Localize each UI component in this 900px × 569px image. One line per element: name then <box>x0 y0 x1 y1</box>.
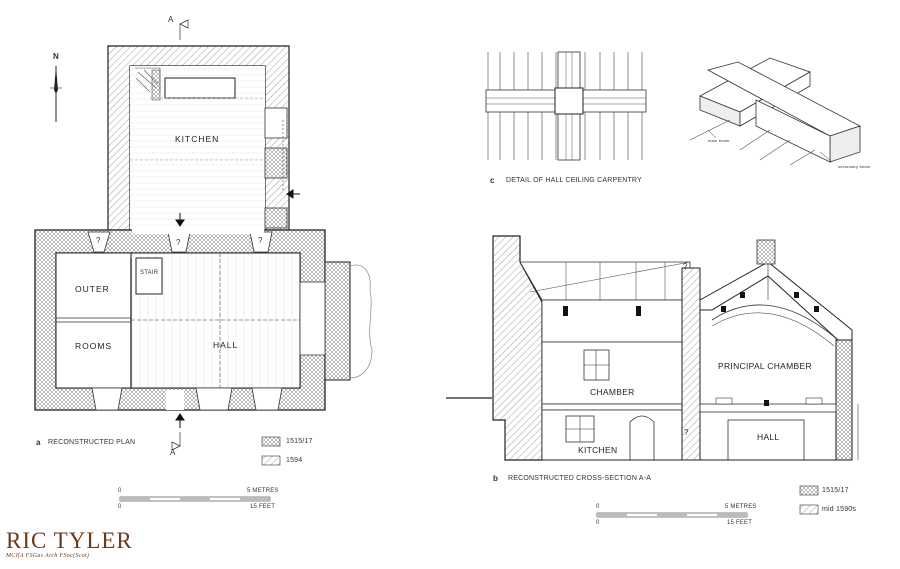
plan-scale-zero-bottom: 0 <box>118 504 122 510</box>
section-scale-zero-bottom: 0 <box>596 520 600 526</box>
north-fireplace-west <box>87 231 111 253</box>
entry-arrow-east-icon <box>286 189 300 199</box>
section-scale-feet: 15 FEET <box>727 520 753 526</box>
detail-caption: DETAIL OF HALL CEILING CARPENTRY <box>506 177 642 184</box>
plan-section-marker-bottom: A <box>170 448 176 457</box>
north-fireplace-east <box>249 231 273 253</box>
plan-scale-metres: 5 METRES <box>247 488 279 494</box>
cross-section <box>446 235 859 518</box>
section-unknown-2: ? <box>684 428 689 437</box>
plan-scale-feet: 15 FEET <box>250 504 276 510</box>
section-room-hall: HALL <box>757 432 780 442</box>
detail-secondary-beam-label: secondary beam <box>838 164 871 169</box>
kitchen-doorway <box>629 415 655 460</box>
floor-plan <box>34 19 373 502</box>
section-legend-label-2: mid 1590s <box>822 506 857 513</box>
outer-rooms <box>55 252 132 389</box>
brand-name: RIC TYLER <box>6 528 133 553</box>
plan-legend-swatch-1 <box>261 436 281 447</box>
plan-legend-label-2: 1594 <box>286 457 303 464</box>
detail-main-beam-label: main beam <box>708 138 730 143</box>
north-arrow-icon <box>50 66 62 122</box>
plan-legend-label-1: 1515/17 <box>286 438 313 445</box>
plan-unknown-1: ? <box>96 236 101 245</box>
hall-roof-gable <box>699 261 853 341</box>
plan-room-stair: STAIR <box>140 270 159 276</box>
plan-scale-zero-top: 0 <box>118 488 122 494</box>
plan-legend-swatch-2 <box>261 455 281 466</box>
section-room-kitchen: KITCHEN <box>578 445 618 455</box>
ceiling-carpentry-detail <box>485 51 862 166</box>
north-label: N <box>53 52 59 61</box>
section-legend-swatch-1 <box>799 485 819 496</box>
section-caption: RECONSTRUCTED CROSS-SECTION A-A <box>508 475 652 482</box>
section-room-chamber: CHAMBER <box>590 387 635 397</box>
entry-arrow-north-icon <box>175 213 185 227</box>
plan-section-marker-top: A <box>168 15 174 24</box>
plan-room-kitchen: KITCHEN <box>175 134 220 144</box>
brand-credentials: MCIfA FSGas Arch FSoc(Scot) <box>6 553 90 559</box>
section-panel-letter: b <box>493 474 499 483</box>
plan-room-hall: HALL <box>213 340 239 350</box>
section-legend-label-1: 1515/17 <box>822 487 849 494</box>
hall-doorway <box>727 419 805 461</box>
plan-unknown-2: ? <box>176 238 181 247</box>
kitchen-hearth <box>164 77 236 99</box>
kitchen-stair-icon <box>135 67 161 93</box>
section-scale-bar <box>596 512 748 518</box>
plan-room-outer: OUTER <box>75 284 110 294</box>
section-flag-top-icon <box>179 19 189 29</box>
plan-unknown-3: ? <box>258 236 263 245</box>
section-flag-bottom-icon <box>171 441 181 451</box>
plan-scale-bar <box>119 496 271 502</box>
entry-arrow-south-icon <box>175 413 185 428</box>
section-unknown-1: ? <box>683 262 688 271</box>
section-scale-metres: 5 METRES <box>725 504 757 510</box>
plan-room-rooms: ROOMS <box>75 341 113 351</box>
east-end-wall <box>835 339 853 461</box>
brand-logo: RIC TYLER MCIfA FSGas Arch FSoc(Scot) <box>6 528 133 559</box>
section-room-principal-chamber: PRINCIPAL CHAMBER <box>718 361 812 371</box>
section-legend-swatch-2 <box>799 504 819 515</box>
plan-caption: RECONSTRUCTED PLAN <box>48 439 136 446</box>
section-scale-zero-top: 0 <box>596 504 600 510</box>
detail-panel-letter: c <box>490 176 495 185</box>
plan-panel-letter: a <box>36 438 41 447</box>
east-chimney <box>324 261 351 381</box>
stair-box <box>135 257 163 295</box>
